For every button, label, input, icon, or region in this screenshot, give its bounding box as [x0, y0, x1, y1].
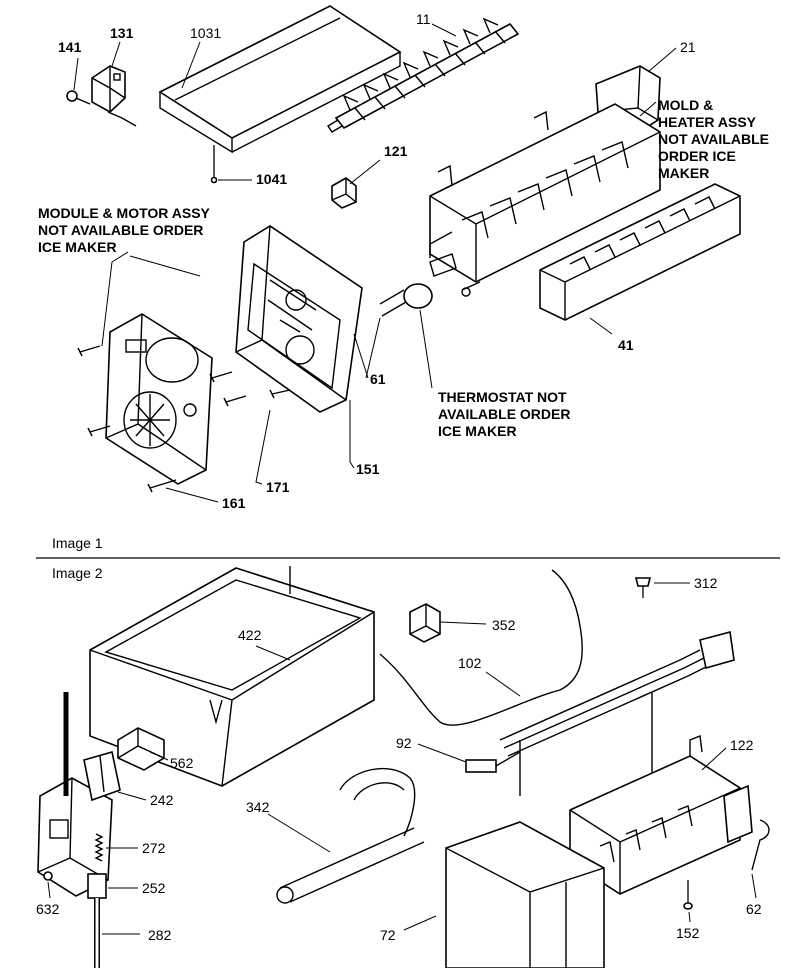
svg-text:ICE MAKER: ICE MAKER: [438, 423, 517, 439]
svg-text:ORDER ICE: ORDER ICE: [658, 148, 736, 164]
thermostat-part: [379, 253, 481, 317]
callout-122: 122: [730, 737, 754, 753]
callout-92: 92: [396, 735, 412, 751]
svg-text:NOT AVAILABLE: NOT AVAILABLE: [658, 131, 769, 147]
callout-562: 562: [170, 755, 194, 771]
svg-text:MAKER: MAKER: [658, 165, 709, 181]
part-72-cover: [445, 821, 605, 968]
part-422-ice-bucket: [89, 566, 375, 787]
callout-152: 152: [676, 925, 700, 941]
callout-422: 422: [238, 627, 262, 643]
callout-41: 41: [618, 337, 634, 353]
image1-leader-lines: [73, 23, 677, 503]
part-151-housing: [235, 225, 363, 413]
callout-121: 121: [384, 143, 408, 159]
note-module-motor: MODULE & MOTOR ASSY NOT AVAILABLE ORDER …: [38, 205, 211, 255]
callout-72: 72: [380, 927, 396, 943]
callout-282: 282: [148, 927, 172, 943]
callout-342: 342: [246, 799, 270, 815]
callout-11: 11: [416, 11, 431, 27]
image1-caption: Image 1: [52, 535, 103, 551]
mold-heater-assembly: [429, 103, 661, 283]
part-141-screw: [66, 90, 91, 105]
assembly-screws: [77, 345, 291, 493]
part-312-pin: [634, 577, 652, 598]
part-242-valve: [37, 692, 121, 897]
callout-61: 61: [370, 371, 386, 387]
image2-caption: Image 2: [52, 565, 103, 581]
callout-151: 151: [356, 461, 380, 477]
svg-text:HEATER ASSY: HEATER ASSY: [658, 114, 757, 130]
part-122-icemaker: [569, 735, 753, 895]
part-632-screw: [43, 871, 53, 881]
part-272-spring: [94, 833, 104, 862]
callout-1031: 1031: [190, 25, 221, 41]
part-131-bracket: [91, 65, 137, 127]
callout-352: 352: [492, 617, 516, 633]
callout-161: 161: [222, 495, 246, 511]
image2-drawing: Image 2: [36, 565, 770, 968]
part-62-clip: [751, 819, 770, 871]
callout-171: 171: [266, 479, 290, 495]
callout-141: 141: [58, 39, 82, 55]
module-motor-assembly: [105, 313, 213, 485]
callout-242: 242: [150, 792, 174, 808]
part-92-connector: [465, 751, 521, 773]
note-mold-heater: MOLD & HEATER ASSY NOT AVAILABLE ORDER I…: [658, 97, 769, 181]
part-11-ejector: [327, 17, 520, 133]
part-41-stripper: [539, 183, 741, 321]
part-152-screw: [683, 880, 693, 910]
image2-leader-lines: [47, 582, 757, 935]
part-352-clip: [409, 603, 441, 643]
part-102-wire: [379, 569, 583, 726]
svg-text:THERMOSTAT NOT: THERMOSTAT NOT: [438, 389, 567, 405]
callout-131: 131: [110, 25, 134, 41]
part-121-clip: [331, 177, 357, 209]
callout-62: 62: [746, 901, 762, 917]
callout-632: 632: [36, 901, 60, 917]
wire-harness: [499, 630, 735, 796]
image1-drawing: 141 131 1031 11 21 1041 121 61 41 151 17…: [38, 5, 769, 551]
part-252-nut: [87, 873, 107, 899]
callout-1041: 1041: [256, 171, 287, 187]
svg-text:AVAILABLE ORDER: AVAILABLE ORDER: [438, 406, 570, 422]
svg-text:ICE MAKER: ICE MAKER: [38, 239, 117, 255]
svg-text:MODULE & MOTOR ASSY: MODULE & MOTOR ASSY: [38, 205, 211, 221]
svg-text:NOT AVAILABLE ORDER: NOT AVAILABLE ORDER: [38, 222, 203, 238]
part-342-fill-tube: [276, 767, 425, 904]
callout-102: 102: [458, 655, 482, 671]
part-1031-cover: [158, 5, 402, 184]
callout-252: 252: [142, 880, 166, 896]
callout-312: 312: [694, 575, 718, 591]
callout-21: 21: [680, 39, 696, 55]
callout-272: 272: [142, 840, 166, 856]
svg-text:MOLD &: MOLD &: [658, 97, 713, 113]
note-thermostat: THERMOSTAT NOT AVAILABLE ORDER ICE MAKER: [438, 389, 570, 439]
